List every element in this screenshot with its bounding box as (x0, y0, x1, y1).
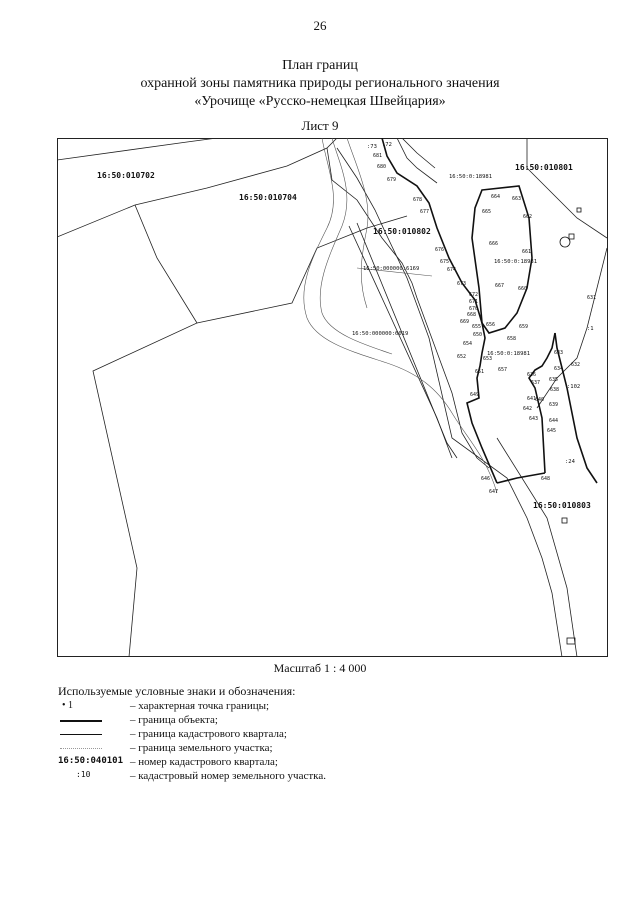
boundary-point-label: 662 (523, 214, 532, 220)
boundary-point-label: 661 (522, 249, 531, 255)
boundary-points: 631 632 633 634 635 636 637 638 639 640 … (373, 153, 596, 495)
parcel-label-18981-b: 16:50:0:18981 (494, 259, 537, 265)
boundary-point-label: 676 (435, 247, 444, 253)
page-number: 26 (313, 18, 327, 33)
boundary-point-label: 668 (467, 312, 476, 318)
legend-text-parcel-number: – кадастровый номер земельного участка. (130, 770, 326, 782)
parcel-label-6169: 16:50:000000:6169 (363, 266, 419, 272)
boundary-point-label: 639 (549, 402, 558, 408)
boundary-point-label: 633 (554, 350, 563, 356)
boundary-point-label: 675 (440, 259, 449, 265)
title-line-2: охранной зоны памятника природы регионал… (140, 76, 500, 91)
boundary-point-label: 664 (491, 194, 500, 200)
boundary-point-label: 651 (475, 369, 484, 375)
parcel-label-72: :72 (382, 142, 392, 148)
boundary-point-label: 646 (481, 476, 490, 482)
boundary-point-label: 655 (472, 324, 481, 330)
parcel-label-24: :24 (565, 459, 576, 465)
boundary-point-label: 638 (550, 387, 559, 393)
quarter-label-010801: 16:50:010801 (515, 163, 573, 172)
boundary-point-label: 632 (571, 362, 580, 368)
boundary-point-label: 637 (531, 380, 540, 386)
boundary-point-label: 647 (489, 489, 498, 495)
boundary-point-symbol: • 1 (62, 700, 74, 711)
quarter-boundary-symbol (60, 734, 102, 735)
quarter-label-010802: 16:50:010802 (373, 227, 431, 236)
legend-text-quarter: – граница кадастрового квартала; (130, 728, 287, 740)
boundary-point-label: 635 (549, 377, 558, 383)
boundary-point-label: 666 (489, 241, 498, 247)
boundary-point-label: 674 (447, 267, 456, 273)
boundary-point-label: 653 (483, 356, 492, 362)
boundary-point-label: 667 (495, 283, 504, 289)
boundary-point-label: 636 (527, 372, 536, 378)
title-line-1: План границ (282, 58, 358, 73)
boundary-map: 16:50:010702 16:50:010704 16:50:010802 1… (57, 138, 608, 657)
quarter-label-010803: 16:50:010803 (533, 501, 591, 510)
legend-text-point: – характерная точка границы; (130, 700, 270, 712)
boundary-point-label: 665 (482, 209, 491, 215)
map-frame (57, 138, 608, 657)
object-boundary (381, 138, 598, 484)
boundary-point-label: 631 (587, 295, 596, 301)
boundary-point-label: 658 (507, 336, 516, 342)
legend-text-parcel: – граница земельного участка; (130, 742, 273, 754)
boundary-point-label: 663 (512, 196, 521, 202)
parcel-boundary-symbol (60, 748, 102, 749)
map-scale: Масштаб 1 : 4 000 (273, 661, 367, 675)
boundary-point-label: 644 (549, 418, 558, 424)
boundary-point-label: 657 (498, 367, 507, 373)
parcel-label-18981-a: 16:50:0:18981 (449, 174, 492, 180)
quarter-boundaries (57, 138, 608, 657)
boundary-point-label: 672 (469, 292, 478, 298)
boundary-point-label: 673 (457, 281, 466, 287)
boundary-point-label: 659 (519, 324, 528, 330)
boundary-point-label: 678 (413, 197, 422, 203)
boundary-point-label: 680 (377, 164, 386, 170)
boundary-point-label: 669 (460, 319, 469, 325)
legend-text-object: – граница объекта; (130, 714, 218, 726)
title-line-3: «Урочище «Русско-немецкая Швейцария» (194, 94, 446, 109)
sheet-label: Лист 9 (301, 118, 339, 133)
parcel-label-6019: 16:50:000000:6019 (352, 331, 408, 337)
quarter-label-010702: 16:50:010702 (97, 171, 155, 180)
boundary-point-label: 640 (535, 397, 544, 403)
boundary-point-label: 677 (420, 209, 429, 215)
boundary-point-label: 645 (547, 428, 556, 434)
parcel-label-73: :73 (367, 144, 377, 150)
boundary-point-label: 642 (523, 406, 532, 412)
boundary-point-label: 648 (541, 476, 550, 482)
boundary-point-label: 679 (387, 177, 396, 183)
boundary-point-label: 634 (554, 366, 563, 372)
boundary-point-label: 643 (529, 416, 538, 422)
boundary-point-label: 649 (470, 392, 479, 398)
boundary-point-label: 671 (469, 299, 478, 305)
boundary-point-label: 650 (473, 332, 482, 338)
legend-text-quarter-number: – номер кадастрового квартала; (130, 756, 278, 768)
boundary-point-label: 681 (373, 153, 382, 159)
quarter-label-010704: 16:50:010704 (239, 193, 297, 202)
legend-title: Используемые условные знаки и обозначени… (58, 684, 296, 698)
parcel-label-1: :1 (587, 326, 594, 332)
quarter-number-symbol: 16:50:040101 (58, 756, 124, 766)
boundary-point-label: 654 (463, 341, 472, 347)
parcel-label-18981-c: 16:50:0:18981 (487, 351, 530, 357)
boundary-point-label: 652 (457, 354, 466, 360)
map-symbols (559, 207, 582, 645)
terrain-lines (303, 138, 498, 494)
boundary-point-label: 660 (518, 286, 527, 292)
parcel-label-102: :102 (567, 384, 580, 390)
object-boundary-symbol (60, 720, 102, 722)
boundary-point-label: 656 (486, 322, 495, 328)
boundary-point-label: 670 (469, 306, 478, 312)
parcel-number-symbol: :10 (76, 770, 91, 779)
boundary-point-label: 641 (527, 396, 536, 402)
